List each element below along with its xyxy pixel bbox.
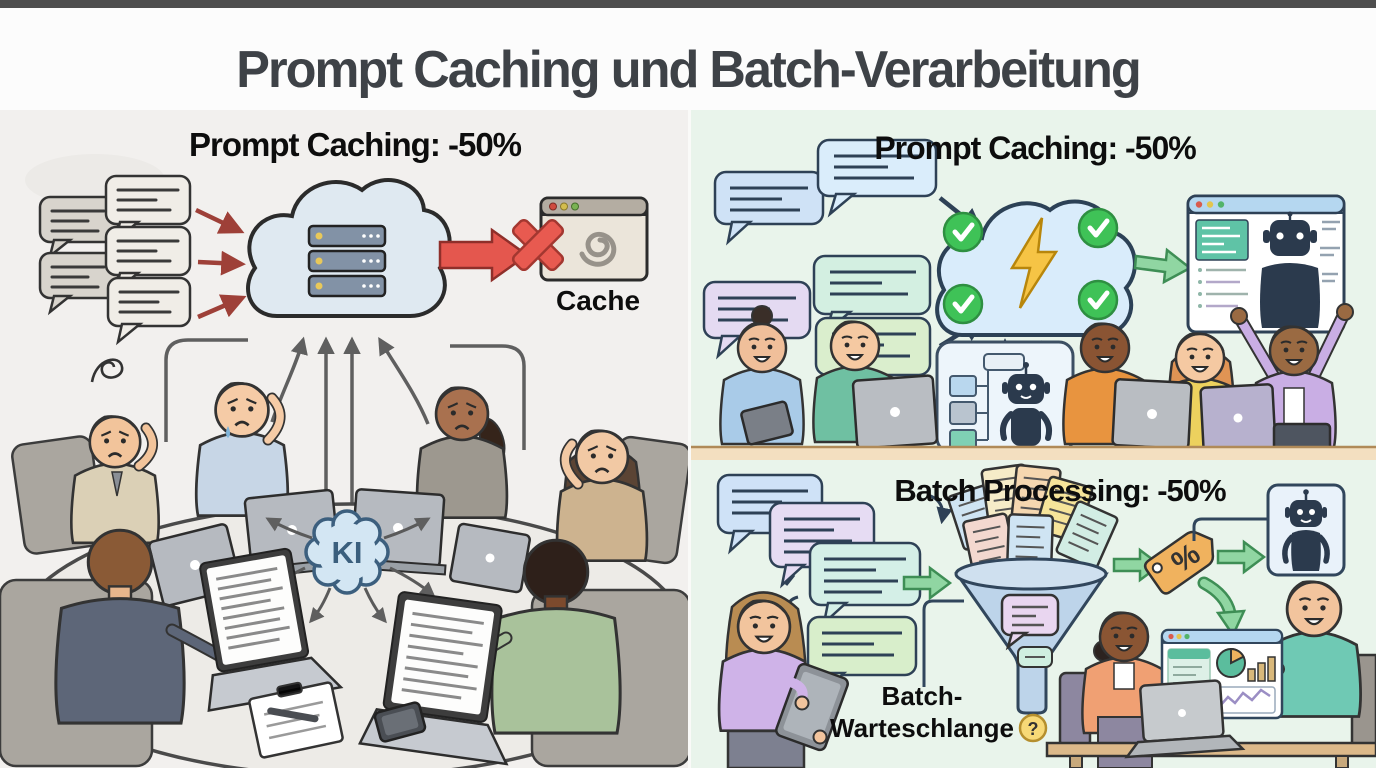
label-connector [922, 599, 964, 687]
left-panel-illustration: KI [0, 154, 690, 768]
document-icons [947, 463, 1119, 578]
top-border [0, 0, 1376, 8]
green-arrow-icon [1133, 247, 1193, 285]
ai-browser-window-icon [1186, 194, 1346, 334]
server-rack-icon [307, 224, 387, 298]
page-title: Prompt Caching und Batch-Verarbeitung [236, 41, 1141, 99]
curved-arrow-icon [927, 493, 953, 525]
person-stressed-crying [194, 381, 290, 517]
panel-divider [688, 110, 691, 768]
stress-squiggle-icon [90, 358, 124, 383]
cache-label: Cache [555, 285, 641, 316]
table-edge [690, 447, 1376, 460]
right-top-panel-caching-scene [690, 110, 1376, 460]
lightning-icon [1009, 217, 1059, 309]
robot-connector [1192, 517, 1268, 541]
right-top-panel-title: Prompt Caching: -50% [874, 130, 1196, 166]
line-chart-icon [1214, 686, 1276, 714]
ki-cloud-icon: KI [304, 509, 390, 595]
phone-icon [373, 701, 427, 743]
green-arrow-icon [902, 565, 953, 601]
red-request-arrows [195, 207, 247, 320]
left-panel-stressed-scene: KI [0, 110, 690, 768]
list-rows [1198, 268, 1248, 308]
notepad-icon [248, 681, 344, 759]
percent-tag-icon: % [1143, 530, 1215, 595]
tear-icon [226, 426, 230, 438]
ki-hub-arrows [259, 517, 436, 624]
right-top-illustration [690, 138, 1376, 460]
laptop-icon [1124, 679, 1246, 759]
person-happy-bun [719, 305, 805, 446]
pie-chart-icon [1216, 647, 1246, 678]
ki-label: KI [332, 535, 363, 570]
cloud-server-icon [246, 178, 452, 318]
ai-workflow-panel [935, 340, 1075, 454]
person-stressed-woman-gray [415, 386, 509, 520]
laptop-icon [851, 374, 1332, 458]
queued-speech-bubble [1000, 593, 1060, 668]
text-lines [1320, 220, 1340, 283]
spiral-icon [579, 231, 617, 267]
person-celebrating [1230, 303, 1354, 449]
batch-queue-label-line2: Warteschlange [830, 712, 1014, 743]
green-arrow-icon [1216, 539, 1267, 575]
checkmark-icons [942, 207, 1119, 325]
left-panel-title: Prompt Caching: -50% [188, 126, 522, 163]
person-woman-tablet [717, 591, 849, 768]
red-x-icon [511, 218, 565, 272]
robot-icon [999, 362, 1053, 446]
desk-leg [1335, 755, 1349, 768]
laptop-screen-icon [199, 547, 344, 712]
request-speech-bubbles [716, 473, 953, 697]
red-block-arrow-icon [438, 227, 530, 283]
desk-leg [1069, 755, 1083, 768]
batch-queue-label-line1: Batch- [881, 681, 963, 711]
header: Prompt Caching und Batch-Verarbeitung [0, 8, 1376, 110]
prompt-speech-bubbles [38, 174, 192, 346]
robot-silhouette-icon [1260, 211, 1320, 328]
cloud-lightning-icon [935, 199, 1137, 337]
svg-text:?: ? [1028, 719, 1039, 739]
result-panel [1195, 219, 1249, 261]
person-stressed-woman-blazer [555, 429, 649, 563]
laptop-screen-icon [357, 591, 509, 766]
robot-panel-icon [1266, 483, 1346, 577]
batch-queue-label: Batch- Warteschlange [812, 681, 1032, 744]
right-bottom-panel-title: Batch Processing: -50% [894, 473, 1226, 508]
bar-chart-icon [1247, 656, 1276, 682]
right-bottom-panel-batch-scene: % [690, 460, 1376, 768]
question-mark-icon: ? [1018, 713, 1048, 743]
batch-funnel-icon [947, 463, 1119, 715]
curved-green-arrow-icon [1197, 576, 1247, 638]
right-bottom-illustration: % [716, 463, 1376, 768]
person-stressed-blond [70, 414, 160, 545]
